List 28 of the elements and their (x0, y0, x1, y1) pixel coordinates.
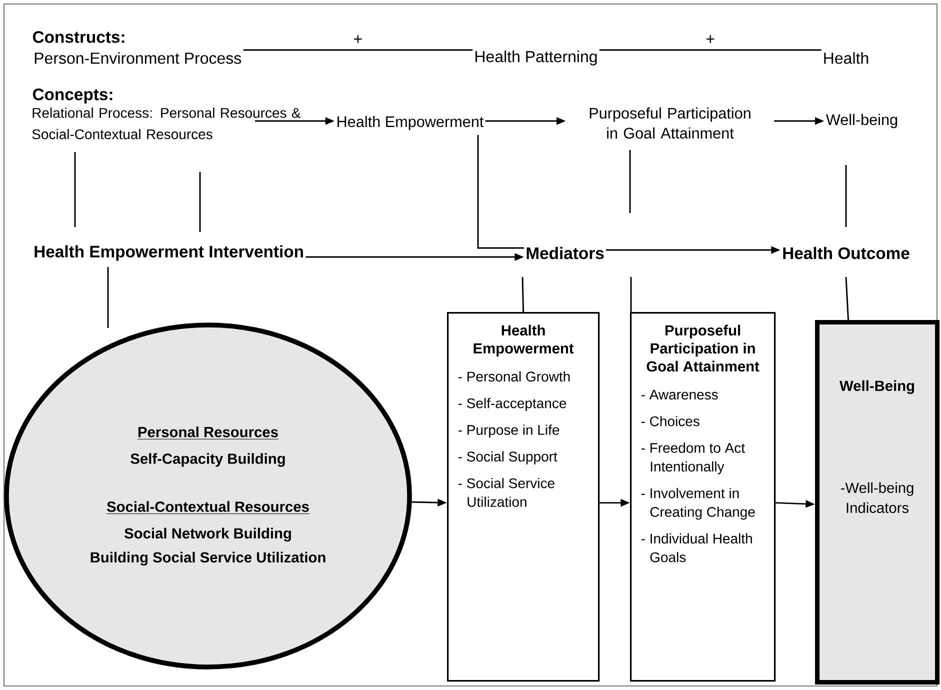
construct-text: Health Patterning (476, 50, 597, 66)
connector-line (522, 276, 524, 312)
connector-line (107, 267, 109, 328)
heading-text: Constructs: (32, 31, 124, 43)
mediator-box: Purposeful Participation in Goal Attainment - Awareness - Choices - Freedom to Act Intentionally - Involvement in Creating Change - Individual Health Goals (630, 312, 776, 682)
connector-line (74, 152, 76, 227)
edge-label: + (704, 34, 716, 46)
connector-line (845, 165, 847, 227)
concept-text: Purposeful Participation in Goal Attainment (590, 107, 750, 139)
connector-line (630, 277, 632, 312)
concept-text: Health Empowerment (338, 116, 484, 130)
connector-line (845, 276, 850, 320)
construct-text: Person-Environment Process (34, 52, 242, 64)
connector-line (199, 172, 201, 232)
connector-line (599, 49, 822, 51)
concept-text: Well-being (826, 114, 898, 128)
connector-line (477, 135, 524, 249)
outcome-box: Well-Being -Well-being Indicators (815, 320, 940, 685)
connector-line (629, 150, 631, 213)
heading-text: Concepts: (32, 88, 112, 104)
edge-label: + (352, 34, 364, 46)
mediator-box: Health Empowerment - Personal Growth - Self-acceptance - Purpose in Life - Social Support - Social Service Utilization (447, 312, 600, 682)
construct-text: Health (824, 52, 868, 64)
concept-text: Relational Process: Personal Resources & Social-Contextual Resources (32, 108, 301, 140)
stage-heading: Health Outcome (783, 246, 910, 260)
stage-heading: Mediators (526, 246, 604, 260)
connector-line (243, 49, 473, 51)
stage-heading: Health Empowerment Intervention (34, 245, 303, 261)
